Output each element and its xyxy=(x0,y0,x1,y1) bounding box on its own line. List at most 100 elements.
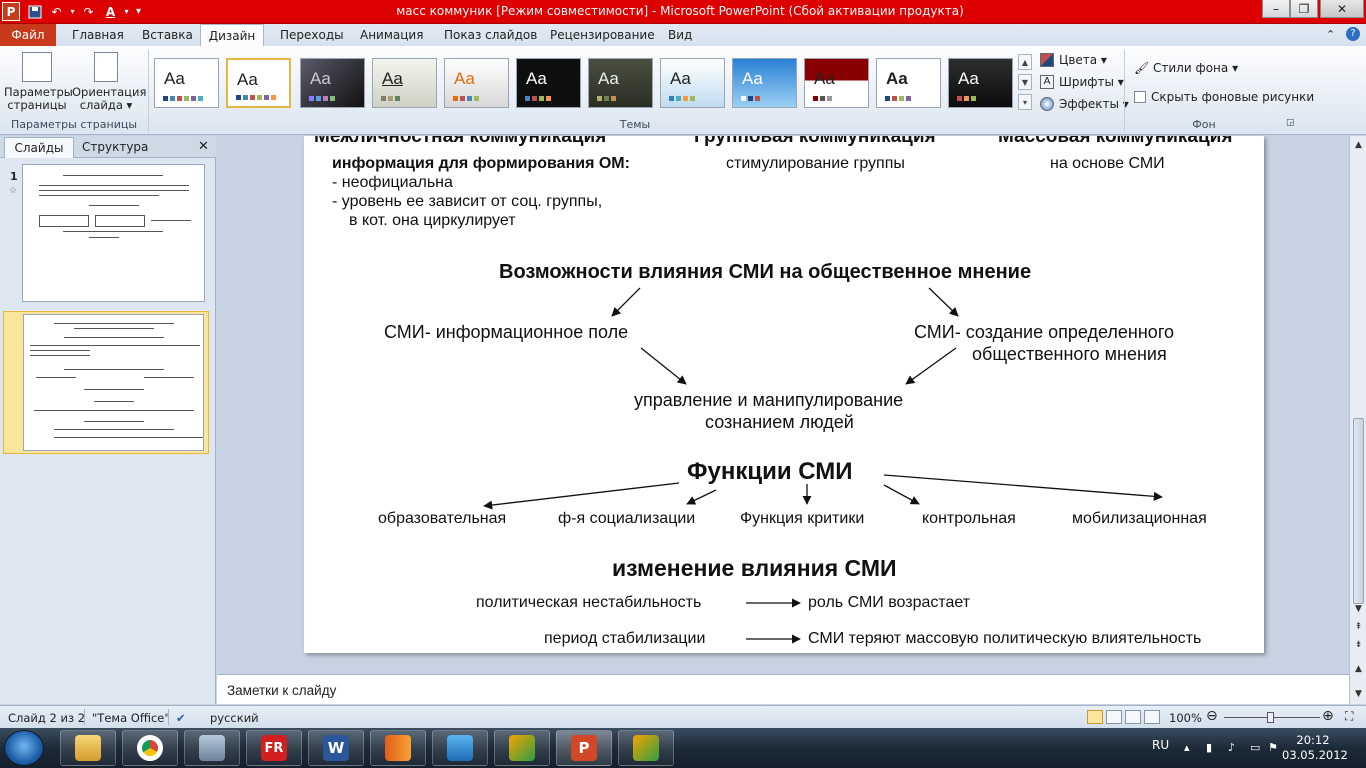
slideshow-view-icon[interactable] xyxy=(1144,710,1160,724)
tab-home[interactable]: Главная xyxy=(72,28,124,42)
info-item: в кот. она циркулирует xyxy=(349,212,516,229)
hide-background-graphics-checkbox[interactable]: Скрыть фоновые рисунки xyxy=(1134,90,1314,104)
ribbon-minimize-icon[interactable]: ⌃ xyxy=(1326,28,1336,41)
theme-bold[interactable]: Aa xyxy=(876,58,941,108)
theme-blue[interactable]: Aa xyxy=(732,58,797,108)
scrollbar-thumb[interactable] xyxy=(1353,418,1364,604)
media-player-task-icon[interactable] xyxy=(432,730,488,766)
theme-effects-button[interactable]: Эффекты ▾ xyxy=(1040,97,1129,111)
finereader-task-icon[interactable]: FR xyxy=(246,730,302,766)
page-setup-button[interactable]: Параметры страницы xyxy=(4,52,73,112)
butterfly-app-task-icon[interactable] xyxy=(494,730,550,766)
theme-dark-purple[interactable]: Aa xyxy=(300,58,365,108)
normal-view-icon[interactable] xyxy=(1087,710,1103,724)
help-icon[interactable]: ? xyxy=(1346,27,1360,41)
close-button[interactable]: ✕ xyxy=(1320,0,1364,18)
battery-icon[interactable]: ▭ xyxy=(1250,741,1261,754)
theme-orange[interactable]: Aa xyxy=(444,58,509,108)
function-item: ф-я социализации xyxy=(558,510,696,527)
undo-icon[interactable]: ↶ xyxy=(51,4,62,19)
fonts-icon: A xyxy=(1040,75,1054,89)
network-task-icon[interactable] xyxy=(184,730,240,766)
change-cause: период стабилизации xyxy=(544,630,706,647)
start-button[interactable] xyxy=(4,730,44,766)
minimize-button[interactable]: – xyxy=(1262,0,1290,18)
background-styles-button[interactable]: 🖌Стили фона ▾ xyxy=(1134,61,1239,75)
theme-black[interactable]: Aa xyxy=(516,58,581,108)
chrome-task-icon[interactable] xyxy=(122,730,178,766)
reading-view-icon[interactable] xyxy=(1125,710,1141,724)
language[interactable]: русский xyxy=(210,711,259,725)
tab-design[interactable]: Дизайн xyxy=(200,24,264,47)
font-color-icon[interactable]: A xyxy=(105,4,116,19)
previous-slide-icon[interactable]: ⇞ xyxy=(1354,622,1363,632)
influence-title: Возможности влияния СМИ на общественное … xyxy=(499,261,1032,283)
books-task-icon[interactable] xyxy=(370,730,426,766)
tab-review[interactable]: Рецензирование xyxy=(550,28,655,42)
maximize-button[interactable]: ❐ xyxy=(1290,0,1318,18)
zoom-in-icon[interactable]: ⊕ xyxy=(1322,708,1334,724)
tab-insert[interactable]: Вставка xyxy=(142,28,193,42)
vertical-scrollbar[interactable]: ▲ ▼ ⇞ ⇟ ▲ ▼ xyxy=(1349,136,1366,704)
clock[interactable]: 20:12 03.05.2012 xyxy=(1282,733,1348,762)
theme-name[interactable]: "Тема Office" xyxy=(92,711,170,725)
slide-orientation-button[interactable]: Ориентация слайда ▾ xyxy=(72,52,146,112)
slide-canvas[interactable]: Межличностная коммуникация Групповая ком… xyxy=(304,136,1264,653)
flag-icon[interactable]: ⚑ xyxy=(1268,741,1278,754)
notes-scroll-up-icon[interactable]: ▲ xyxy=(1355,664,1362,674)
undo-dropdown-icon[interactable]: ▾ xyxy=(70,7,75,16)
next-slide-icon[interactable]: ⇟ xyxy=(1354,640,1363,650)
zoom-out-icon[interactable]: ⊖ xyxy=(1206,708,1218,724)
theme-colors-button[interactable]: Цвета ▾ xyxy=(1040,53,1107,67)
input-language[interactable]: RU xyxy=(1152,738,1170,752)
zoom-slider-handle[interactable] xyxy=(1267,712,1274,723)
butterfly-app-2-task-icon[interactable] xyxy=(618,730,674,766)
slide-counter: Слайд 2 из 2 xyxy=(8,711,86,725)
themes-scroll-down[interactable]: ▼ xyxy=(1018,74,1032,90)
tab-slides[interactable]: Слайды xyxy=(4,137,74,158)
theme-olive[interactable]: Aa xyxy=(588,58,653,108)
theme-light-blue[interactable]: Aa xyxy=(660,58,725,108)
arrow xyxy=(640,347,687,385)
tab-slideshow[interactable]: Показ слайдов xyxy=(444,28,538,42)
theme-grey[interactable]: Aa xyxy=(372,58,437,108)
zoom-level[interactable]: 100% xyxy=(1169,711,1202,725)
word-task-icon[interactable]: W xyxy=(308,730,364,766)
background-dialog-launcher-icon[interactable]: ◲ xyxy=(1286,118,1295,128)
slide-thumbnail-1[interactable] xyxy=(22,164,205,302)
theme-red[interactable]: Aa xyxy=(804,58,869,108)
theme-selected[interactable]: Aa xyxy=(226,58,291,108)
notes-scroll-down-icon[interactable]: ▼ xyxy=(1355,689,1362,699)
diagram-arrows xyxy=(483,287,1163,644)
slide-sorter-icon[interactable] xyxy=(1106,710,1122,724)
tab-file[interactable]: Файл xyxy=(0,24,56,46)
customize-quick-access-icon[interactable]: ▾ xyxy=(135,6,142,17)
volume-icon[interactable]: ♪ xyxy=(1228,741,1236,754)
powerpoint-task-icon[interactable]: P xyxy=(556,730,612,766)
network-signal-icon[interactable]: ▮ xyxy=(1206,741,1213,754)
spellcheck-icon[interactable]: ✔ xyxy=(176,711,186,725)
themes-more[interactable]: ▾ xyxy=(1018,94,1032,110)
slide-thumbnail-2-selected[interactable] xyxy=(3,311,209,454)
tab-animation[interactable]: Анимация xyxy=(360,28,424,42)
tab-transitions[interactable]: Переходы xyxy=(280,28,344,42)
notes-pane[interactable]: Заметки к слайду xyxy=(217,674,1349,704)
save-icon[interactable] xyxy=(26,3,43,20)
tab-view[interactable]: Вид xyxy=(668,28,693,42)
font-color-dropdown-icon[interactable]: ▾ xyxy=(124,7,129,16)
tab-outline[interactable]: Структура xyxy=(82,140,149,154)
themes-scroll-up[interactable]: ▲ xyxy=(1018,54,1032,70)
scroll-down-icon[interactable]: ▼ xyxy=(1355,604,1362,614)
theme-office[interactable]: Aa xyxy=(154,58,219,108)
close-pane-icon[interactable]: ✕ xyxy=(198,139,209,154)
scroll-up-icon[interactable]: ▲ xyxy=(1355,140,1362,150)
tray-arrow-icon[interactable]: ▴ xyxy=(1184,741,1190,754)
group-label-themes: Темы xyxy=(619,118,651,131)
fit-to-window-icon[interactable]: ⛶ xyxy=(1345,709,1354,723)
explorer-task-icon[interactable] xyxy=(60,730,116,766)
redo-icon[interactable]: ↷ xyxy=(83,4,94,19)
powerpoint-app-icon[interactable]: P xyxy=(2,2,20,21)
theme-dark[interactable]: Aa xyxy=(948,58,1013,108)
arrow xyxy=(483,482,680,510)
